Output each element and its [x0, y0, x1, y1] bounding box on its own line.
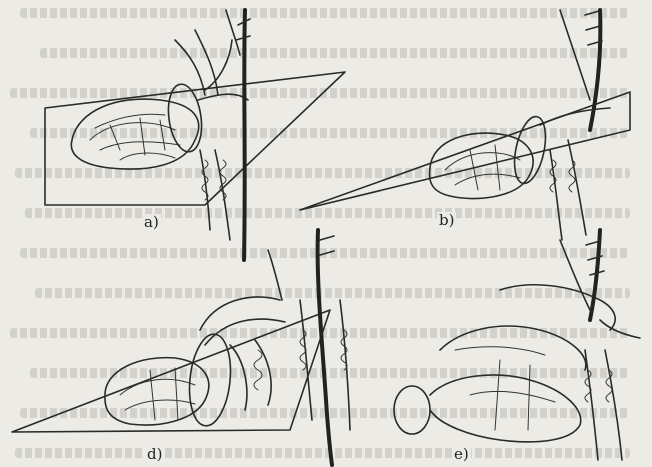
panel-a-illustration	[45, 10, 345, 260]
panel-label-a: a)	[142, 214, 161, 230]
panel-label-b: b)	[437, 212, 456, 228]
panel-label-e: e)	[452, 446, 471, 462]
panel-label-d: d)	[145, 446, 164, 462]
panel-d-illustration	[12, 230, 350, 465]
panel-b-illustration	[300, 10, 630, 240]
panel-e-illustration	[394, 230, 640, 460]
